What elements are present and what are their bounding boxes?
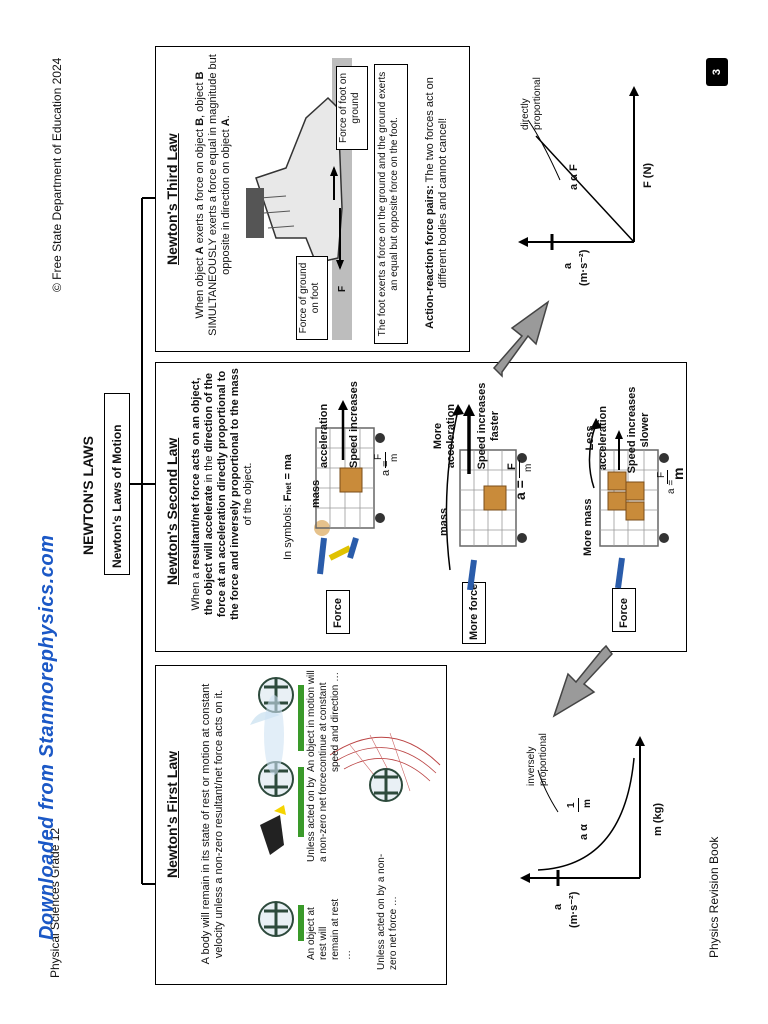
cart-row-2 bbox=[445, 404, 527, 591]
foot-caption-box bbox=[374, 64, 408, 344]
speed-label-1: Speed increases bbox=[348, 381, 360, 468]
direct-relation: a α F bbox=[568, 164, 580, 190]
force-label-3: Force bbox=[618, 598, 630, 628]
direct-ylabel: a bbox=[562, 262, 574, 269]
formula-m-3: m bbox=[670, 467, 686, 480]
cart-row-3 bbox=[588, 418, 669, 589]
direct-note: directly proportional bbox=[520, 77, 543, 130]
formula-F-2: F bbox=[506, 463, 518, 470]
acc-label-1: acceleration bbox=[318, 403, 330, 468]
first-law-title: Newton's First Law bbox=[164, 750, 180, 878]
inverse-relation: a α bbox=[578, 824, 590, 840]
direct-yunit: (m·s⁻²) bbox=[578, 249, 590, 286]
frac-bar-3 bbox=[667, 470, 668, 484]
inverse-graph bbox=[520, 736, 645, 886]
third-law-box bbox=[155, 46, 470, 352]
force-box-2 bbox=[462, 582, 486, 644]
formula-F-1: F bbox=[373, 453, 384, 460]
label-foot-box bbox=[336, 66, 368, 150]
direct-graph bbox=[518, 86, 639, 250]
acc-arrow-2 bbox=[463, 404, 475, 474]
cap-rest: An object at rest will remain at rest … bbox=[306, 898, 353, 960]
formula-m-1: m bbox=[389, 453, 400, 462]
symbols-line: In symbols: Fnet = ma bbox=[282, 454, 294, 560]
formula-a-1: a = bbox=[380, 460, 392, 476]
first-law-statement: A body will remain in its state of rest … bbox=[200, 683, 225, 965]
force-box-1 bbox=[326, 590, 350, 634]
formula-a-2: a = bbox=[512, 480, 528, 500]
foot-caption: The foot exerts a force on the ground an… bbox=[377, 71, 400, 337]
page-number: 3 bbox=[706, 58, 728, 86]
second-law-title: Newton's Second Law bbox=[164, 437, 180, 585]
cap-unless2: Unless acted on by a non-zero net force … bbox=[376, 853, 399, 970]
mass-label-3: More mass bbox=[582, 498, 594, 556]
force-box-3 bbox=[612, 588, 636, 632]
frac-bar-1 bbox=[385, 452, 386, 468]
acc-label-2: More acceleration bbox=[432, 403, 457, 469]
F-label-2: F bbox=[337, 285, 348, 292]
second-law-statement: When a resultant/net force acts on an ob… bbox=[190, 368, 254, 620]
label-ground-box bbox=[296, 256, 328, 340]
first-law-box bbox=[155, 665, 447, 985]
inverse-yunit: (m·s⁻²) bbox=[568, 891, 580, 928]
speed-label-2: Speed increases faster bbox=[476, 382, 501, 470]
acc-arrow-3 bbox=[615, 430, 623, 470]
second-law-box bbox=[155, 362, 687, 652]
third-law-title: Newton's Third Law bbox=[164, 133, 180, 265]
label-foot: Force of foot on ground bbox=[338, 72, 361, 144]
force-label-1: Force bbox=[332, 598, 344, 628]
first-law-illustration bbox=[250, 677, 441, 941]
label-ground: Force of ground on foot bbox=[298, 262, 321, 334]
cap-motion: An object in motion will continue at con… bbox=[306, 670, 341, 772]
acc-label-3: Less acceleration bbox=[584, 405, 609, 471]
acc-arrow-1 bbox=[338, 400, 348, 460]
mass-label-2: mass bbox=[438, 507, 450, 536]
frac-bar-2 bbox=[519, 460, 520, 478]
inverse-frac-num: 1 bbox=[566, 802, 577, 808]
arrow-to-inverse-graph bbox=[552, 644, 613, 718]
third-law-pairs: Action-reaction force pairs: The two for… bbox=[424, 77, 449, 329]
direct-xlabel: F (N) bbox=[642, 162, 654, 188]
arrow-to-direct-graph bbox=[492, 300, 550, 378]
inverse-frac-bar bbox=[578, 798, 579, 812]
inverse-frac-den: m bbox=[582, 799, 593, 808]
cart-row-1 bbox=[314, 427, 385, 575]
inverse-ylabel: a bbox=[552, 903, 564, 910]
inverse-xlabel: m (kg) bbox=[652, 803, 664, 836]
inverse-note: inversely proportional bbox=[526, 733, 549, 786]
speed-label-3: Speed increases slower bbox=[626, 386, 651, 474]
third-law-statement: When object A exerts a force on object B… bbox=[194, 54, 232, 336]
mass-label-1: mass bbox=[310, 479, 322, 508]
subtitle-box bbox=[104, 393, 130, 575]
formula-m-2: m bbox=[523, 463, 534, 472]
cap-unless: Unless acted on by a non-zero net force bbox=[306, 772, 329, 863]
